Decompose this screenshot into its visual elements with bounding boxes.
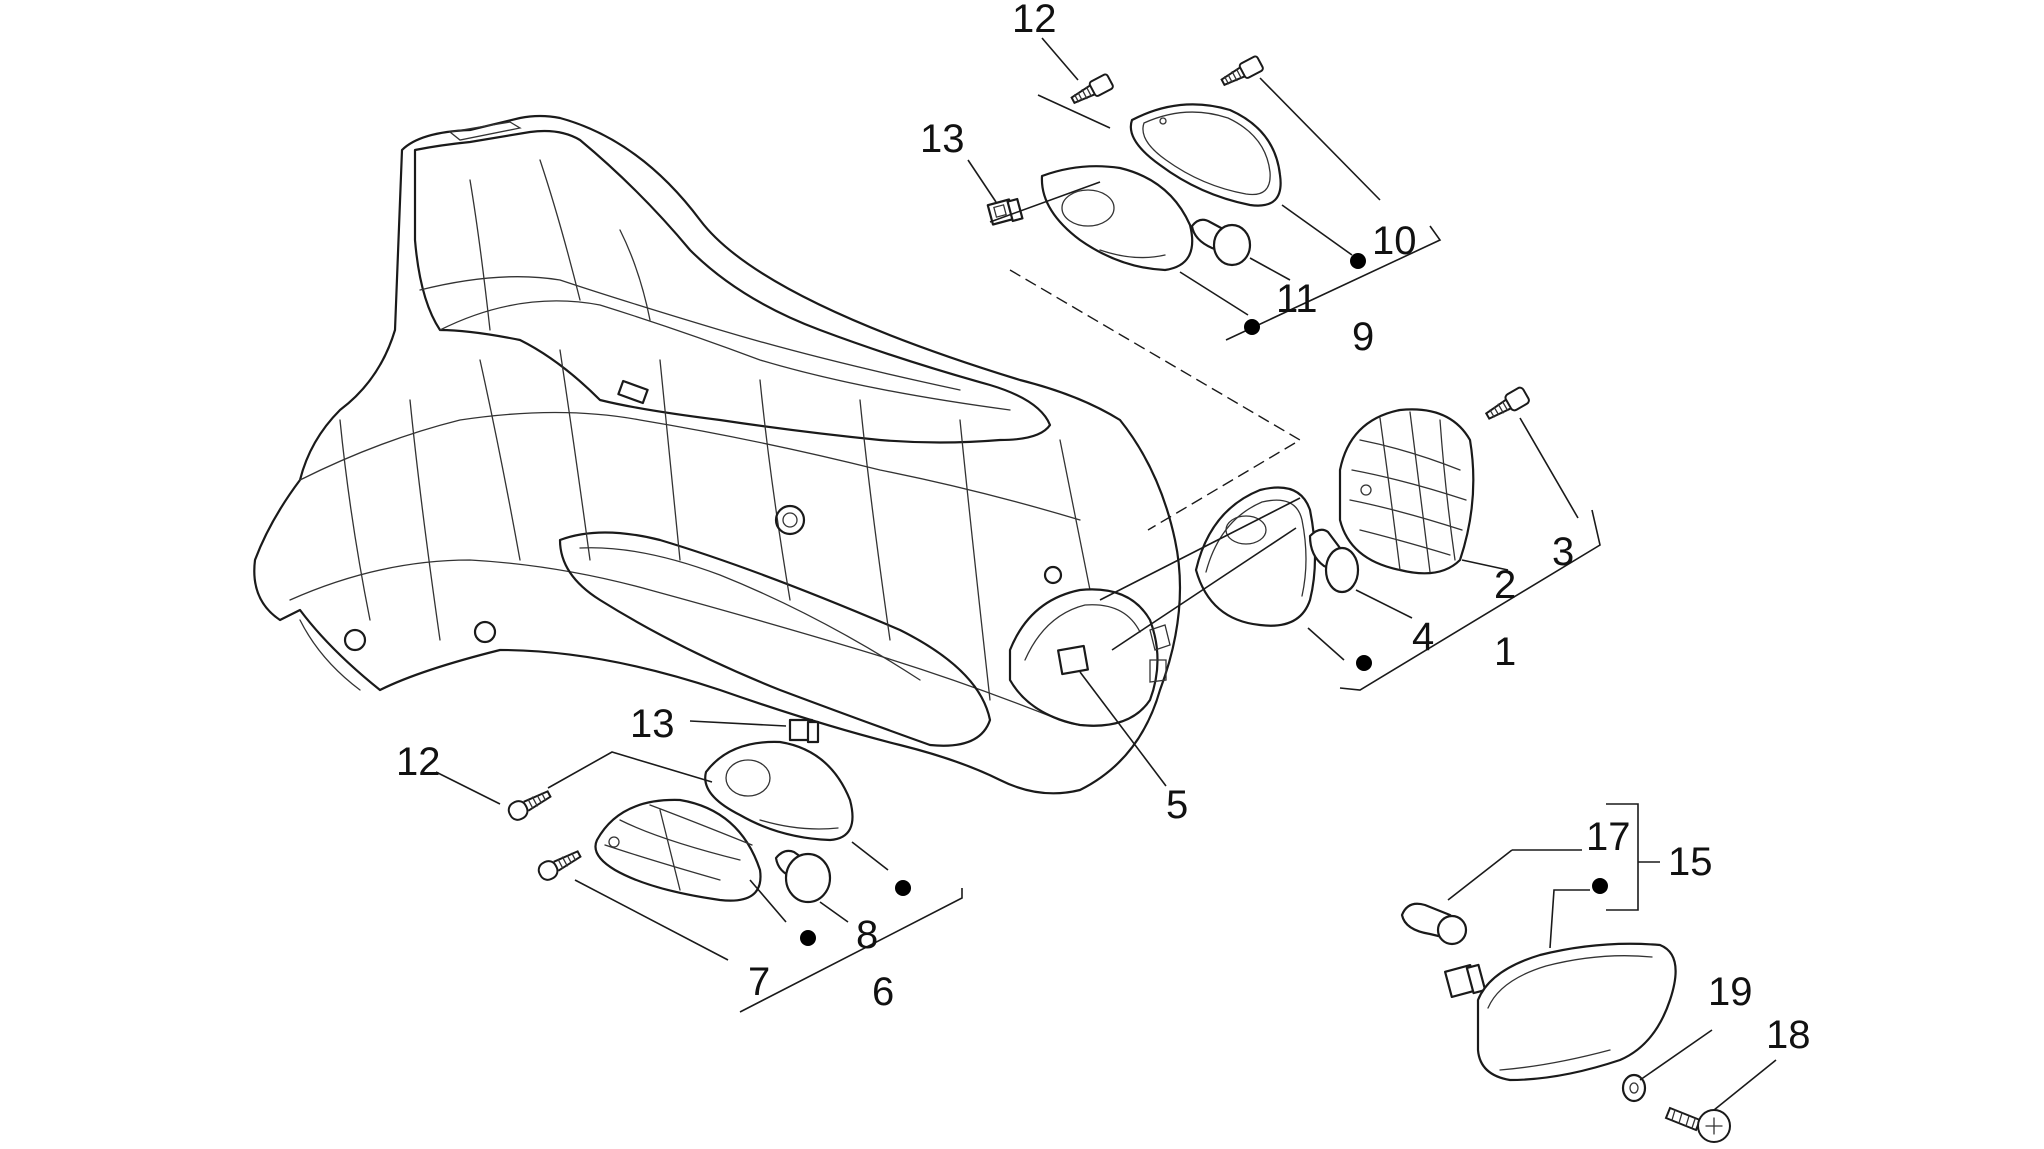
bulb-17 — [1400, 902, 1468, 946]
screw-10 — [1220, 55, 1264, 87]
label-13-bottom: 13 — [630, 702, 675, 746]
label-17: 17 — [1586, 815, 1631, 859]
part-labels: 12 13 10 11 9 3 2 4 1 13 12 5 8 7 6 17 1… — [396, 0, 1811, 1057]
label-6: 6 — [872, 970, 894, 1014]
indicator-lens-10 — [1129, 103, 1282, 207]
bulb-11 — [1190, 218, 1252, 267]
indicator-lens-2 — [1338, 408, 1475, 575]
headlight-assembly-5 — [1008, 588, 1171, 727]
indicator-reflector — [1040, 165, 1194, 272]
front-shield-body — [253, 114, 1182, 795]
label-15: 15 — [1668, 840, 1713, 884]
screw-18 — [1664, 1106, 1731, 1143]
screw-3 — [1484, 386, 1530, 420]
upper-indicator-assembly — [986, 55, 1282, 272]
label-5: 5 — [1166, 783, 1188, 827]
alignment-dashed-line — [1009, 269, 1302, 531]
label-8: 8 — [856, 913, 878, 957]
screw-12-bottom — [507, 790, 552, 821]
label-18: 18 — [1766, 1013, 1811, 1057]
bulb-8 — [774, 849, 832, 904]
screw-7 — [537, 850, 582, 881]
label-12-top: 12 — [1012, 0, 1057, 41]
label-7: 7 — [748, 960, 770, 1004]
label-3: 3 — [1552, 530, 1574, 574]
right-indicator-assembly — [1194, 386, 1530, 627]
leader-lines — [435, 37, 1777, 1111]
screw-12-top — [1070, 73, 1114, 105]
label-11: 11 — [1276, 277, 1318, 321]
lower-indicator-assembly — [507, 718, 854, 904]
label-1: 1 — [1494, 630, 1516, 674]
label-12-bottom: 12 — [396, 740, 441, 784]
clip-nut-13-top — [986, 197, 1024, 226]
label-4: 4 — [1412, 615, 1434, 659]
clip-nut-13-bottom — [788, 718, 820, 744]
rear-light-lens — [1476, 942, 1677, 1082]
dot-markers — [800, 253, 1608, 946]
label-19: 19 — [1708, 970, 1753, 1014]
lower-indicator-reflector — [704, 740, 854, 842]
label-9: 9 — [1352, 315, 1374, 359]
label-2: 2 — [1494, 563, 1516, 607]
label-13-top: 13 — [920, 117, 965, 161]
washer-19 — [1621, 1073, 1647, 1103]
bulb-4 — [1308, 528, 1360, 594]
rear-light-assembly-15 — [1400, 902, 1731, 1143]
label-10: 10 — [1372, 219, 1417, 263]
rear-clip-nut — [1443, 963, 1487, 999]
